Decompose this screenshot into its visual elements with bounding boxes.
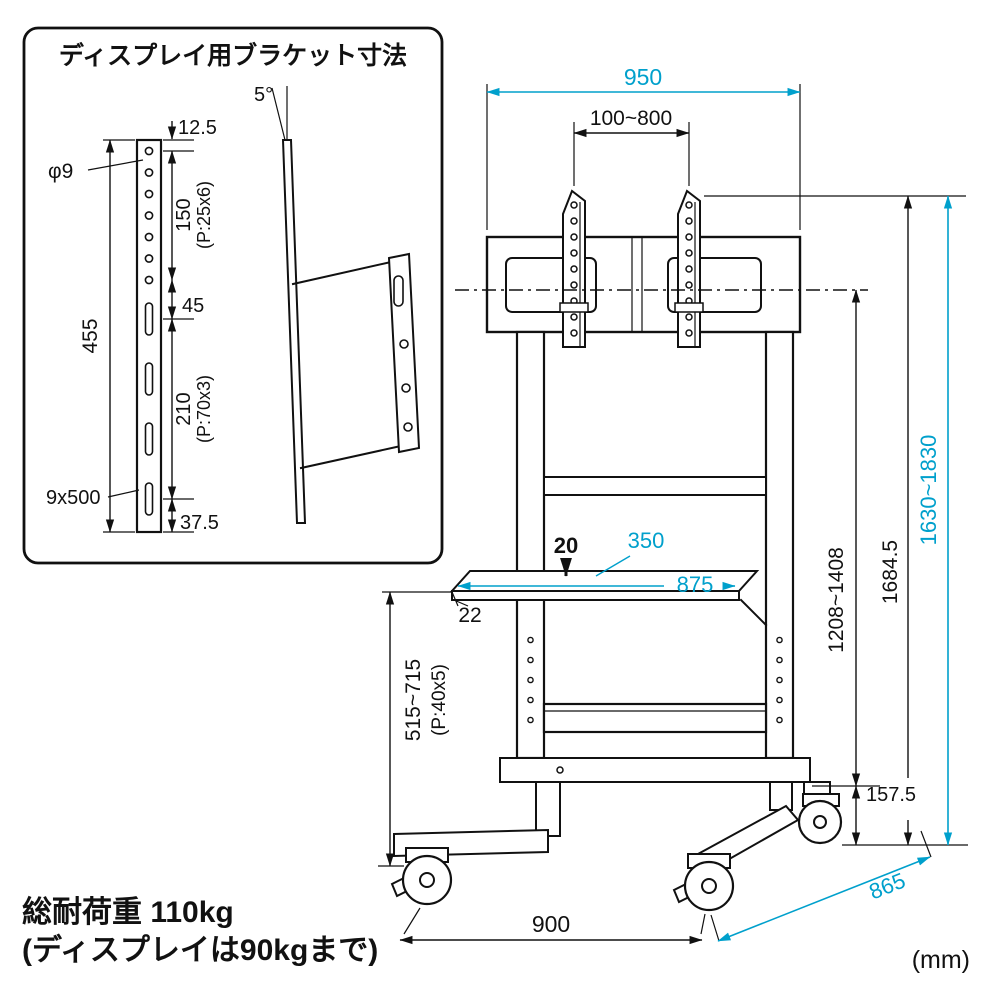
shelf-front-edge xyxy=(451,590,740,601)
side-arm-plate xyxy=(387,252,421,454)
base-rail xyxy=(499,757,811,783)
dimensions: 950 100~800 1208~1408 157.5 1684.5 1630~… xyxy=(378,64,968,945)
bracket-body xyxy=(562,189,586,348)
footer: 総耐荷重 110kg (ディスプレイは90kgまで) (mm) xyxy=(22,896,970,974)
inset-title: ディスプレイ用ブラケット寸法 xyxy=(59,41,407,70)
base-assembly xyxy=(390,757,843,912)
dim-210-note: (P:70x3) xyxy=(194,375,214,443)
bracket-side-view: 5° xyxy=(254,84,421,524)
side-plate xyxy=(281,139,307,524)
caster-front-left xyxy=(390,847,453,906)
column-right xyxy=(764,330,795,760)
dim-210: 210 xyxy=(173,392,195,425)
dim-455: 455 xyxy=(79,318,102,353)
side-arm-holes xyxy=(399,339,413,432)
base-bolt xyxy=(556,766,564,774)
dim-phi9: φ9 xyxy=(48,160,73,183)
base-connector-right xyxy=(769,781,793,811)
side-arm-slot xyxy=(393,275,404,307)
dim-875: 875 xyxy=(677,572,714,597)
caster-rear-right xyxy=(797,793,843,845)
shelf-support-bracket xyxy=(739,598,768,627)
mounting-window-left xyxy=(505,257,597,313)
display-bracket-right xyxy=(674,189,704,348)
mounting-window-right xyxy=(667,257,762,313)
dim-9x500: 9x500 xyxy=(46,487,101,509)
display-bracket-left xyxy=(559,189,589,348)
ext-lines-100-800 xyxy=(573,122,690,186)
dim-515-715: 515~715 xyxy=(402,659,425,741)
dim-5deg: 5° xyxy=(254,84,273,106)
dim-100-800: 100~800 xyxy=(590,107,672,130)
angle-lines-5deg xyxy=(271,86,288,149)
dim-865: 865 xyxy=(866,868,909,905)
upper-crossbar xyxy=(543,476,767,496)
dim-22: 22 xyxy=(458,604,481,627)
bracket-slots xyxy=(144,302,154,516)
dim-900: 900 xyxy=(532,911,570,937)
dim-150-note: (P:25x6) xyxy=(194,181,214,249)
ext-lines-950 xyxy=(486,84,801,230)
side-arm-edges xyxy=(291,260,403,470)
dim-37-5: 37.5 xyxy=(180,512,219,534)
load-capacity-line1: 総耐荷重 110kg xyxy=(22,896,234,929)
dim-line-865 xyxy=(717,856,931,942)
load-capacity-line2: (ディスプレイは90kgまで) xyxy=(22,933,378,967)
caster-wheel xyxy=(683,860,735,912)
dim-150: 150 xyxy=(173,198,195,231)
bracket-hook xyxy=(559,302,589,313)
leaders-22 xyxy=(451,591,469,607)
lower-crossbar xyxy=(542,702,768,734)
bracket-body xyxy=(677,189,701,348)
dim-1208-1408: 1208~1408 xyxy=(825,547,848,653)
dim-1630-1830: 1630~1830 xyxy=(916,435,941,546)
leader-350 xyxy=(595,555,631,577)
bracket-hook xyxy=(674,302,704,313)
caster-wheel xyxy=(401,854,453,906)
bracket-front-view: 455 12.5 150 (P:25x6) 45 210 (P:70x3) 37… xyxy=(46,117,219,534)
shelf xyxy=(449,570,768,627)
caster-hub xyxy=(419,872,435,888)
caster-hub xyxy=(701,878,717,894)
column-left xyxy=(515,330,546,760)
caster-wheel xyxy=(797,799,843,845)
mounting-bar xyxy=(485,235,802,334)
bracket-holes xyxy=(685,201,693,337)
dim-45: 45 xyxy=(182,295,204,317)
bracket-bar xyxy=(135,138,163,534)
dim-515-715-note: (P:40x5) xyxy=(429,664,450,736)
unit-label: (mm) xyxy=(912,946,970,974)
caster-hub xyxy=(813,815,827,829)
dim-950: 950 xyxy=(624,64,662,90)
dim-12-5: 12.5 xyxy=(178,117,217,139)
mounting-bar-center-seam xyxy=(631,237,643,332)
dim-350: 350 xyxy=(628,528,665,553)
dim-1684-5: 1684.5 xyxy=(879,540,902,604)
bracket-holes xyxy=(144,146,154,285)
leader-9x500 xyxy=(107,489,140,498)
bracket-detail-inset: ディスプレイ用ブラケット寸法 455 12.5 xyxy=(22,26,444,565)
dim-157-5: 157.5 xyxy=(866,784,916,806)
column-adjust-holes xyxy=(527,636,783,724)
base-connector-left xyxy=(535,781,561,837)
caster-front-right xyxy=(672,853,735,912)
ext-lines-900 xyxy=(403,907,706,935)
leader-phi9 xyxy=(87,159,144,171)
dim-20: 20 xyxy=(554,533,578,558)
inset-border xyxy=(22,26,444,565)
